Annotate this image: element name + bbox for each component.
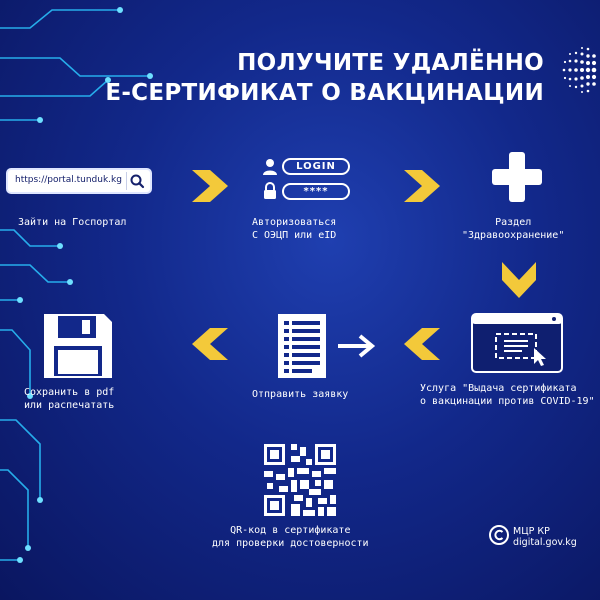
title-line-1: ПОЛУЧИТЕ УДАЛЁННО [237,50,544,76]
step-service-label-line-1: Услуга "Выдача сертификата [420,383,577,394]
qr-code-icon [264,444,336,516]
step-service-label: Услуга "Выдача сертификата о вакцинации … [420,382,595,408]
arrow-right-icon [404,170,440,202]
login-text: LOGIN [296,161,336,172]
globe-logo-icon [562,47,597,93]
step-portal-label: Зайти на Госпортал [18,217,127,228]
qr-label: QR-код в сертификате для проверки достов… [212,524,369,550]
arrow-left-icon [192,328,228,360]
footer-org: МЦР КР [513,526,550,537]
floppy-disk-icon[interactable] [42,312,114,380]
search-icon[interactable] [126,172,147,190]
title-line-2: Е-СЕРТИФИКАТ О ВАКЦИНАЦИИ [105,80,544,106]
footer-site[interactable]: digital.gov.kg [513,537,577,548]
login-field[interactable]: LOGIN [282,158,350,175]
page-title: ПОЛУЧИТЕ УДАЛЁННО Е-СЕРТИФИКАТ О ВАКЦИНА… [105,48,544,108]
lock-icon [264,182,276,199]
step-submit-label: Отправить заявку [252,389,349,400]
footer-logo-text: МЦР КР digital.gov.kg [513,526,577,548]
arrow-left-icon [404,328,440,360]
step-save-label-line-1: Сохранить в pdf [24,387,115,398]
arrow-right-icon [192,170,228,202]
portal-url-text: https://portal.tunduk.kg [15,175,122,185]
step-auth-label: Авторизоваться С ОЭЦП или eID [252,216,336,242]
password-field[interactable]: **** [282,183,350,200]
copyright-icon [489,525,509,545]
qr-label-line-1: QR-код в сертификате [230,525,351,536]
user-icon [263,159,277,175]
step-section-label-line-1: Раздел [495,217,532,228]
arrow-down-icon [502,262,536,298]
browser-window-icon[interactable] [470,312,564,374]
step-section-label-line-2: "Здравоохранение" [462,230,565,241]
arrow-send-icon [338,334,376,358]
portal-url-field[interactable]: https://portal.tunduk.kg [6,168,152,194]
password-text: **** [303,186,329,197]
step-save-label-line-2: или распечатать [24,400,115,411]
step-save-label: Сохранить в pdf или распечатать [24,386,114,412]
step-section-label: Раздел "Здравоохранение" [462,216,564,242]
step-auth-label-line-1: Авторизоваться [252,217,337,228]
step-service-label-line-2: о вакцинации против COVID-19" [420,396,595,407]
qr-label-line-2: для проверки достоверности [212,538,369,549]
step-auth-label-line-2: С ОЭЦП или eID [252,230,337,241]
plus-icon[interactable] [490,150,544,204]
document-list-icon[interactable] [276,312,328,380]
